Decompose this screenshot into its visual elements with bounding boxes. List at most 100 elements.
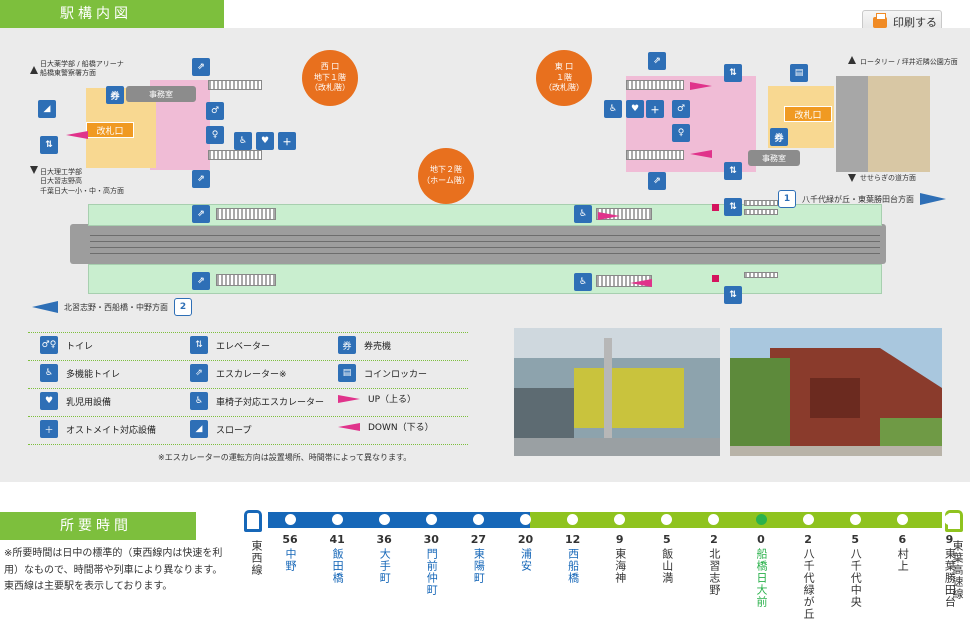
printer-icon: [873, 12, 887, 28]
legend-item: ⇗ エスカレーター※: [190, 364, 287, 382]
station-name: 飯山満: [660, 548, 674, 584]
legend-label: UP（上る）: [368, 395, 417, 405]
elevator-icon: ⇅: [724, 286, 742, 304]
east-plaza: [868, 76, 930, 172]
ostomate-icon: ＋: [40, 420, 58, 438]
escalator-icon: ⇗: [190, 364, 208, 382]
direction-east-top: ロータリー / 坪井近隣公園方面: [860, 58, 958, 66]
wheelchair-escalator-icon: ♿: [574, 273, 592, 291]
station-minutes: 0: [757, 533, 765, 546]
elevator-icon: ⇅: [724, 162, 742, 180]
west-gate-label: 改札口: [96, 126, 124, 137]
track-line: [90, 235, 880, 236]
legend-label: トイレ: [66, 341, 94, 352]
direction-down-marker: [848, 174, 856, 182]
station-minutes: 12: [564, 533, 581, 546]
legend-label: コインロッカー: [364, 369, 428, 380]
station-name: 浦安: [519, 548, 533, 572]
ticket-machine-icon: 券: [106, 86, 124, 104]
station-dot: [614, 514, 626, 525]
legend-label: スロープ: [216, 425, 252, 436]
station-name: 村上: [896, 548, 910, 572]
accessible-toilet-icon: ♿: [604, 100, 622, 118]
station-dot: [943, 514, 955, 525]
station-stop: 6 村上: [878, 514, 926, 572]
station-name: 八千代緑が丘: [802, 548, 816, 620]
track-line: [90, 247, 880, 248]
station-map: ⇗ ⇗ ♿ ♿ ⇅ ⇅ 事務室 改札口 ⇗ ⇗ ⇅ ◢ 券 ♂ ♀ ♿ ♥ ＋ …: [0, 28, 970, 482]
west-office: 事務室: [126, 86, 196, 102]
legend-label: オストメイト対応設備: [66, 425, 157, 436]
baby-care-icon: ♥: [626, 100, 644, 118]
station-name: 東海神: [613, 548, 627, 584]
station-minutes: 6: [898, 533, 907, 546]
station-name: 東陽町: [472, 548, 486, 584]
station-minutes: 9: [945, 533, 954, 546]
station-dot: [661, 514, 673, 525]
print-label: 印刷する: [893, 16, 937, 29]
toilet-icon: ♂: [672, 100, 690, 118]
legend-item: ⇅エレベーター: [190, 336, 270, 354]
station-minutes: 20: [517, 533, 534, 546]
direction-west-top: 日大薬学部 / 船橋アリーナ 船橋東警察署方面: [40, 60, 124, 78]
station-minutes: 2: [710, 533, 718, 546]
station-stop: 5 飯山満: [643, 514, 691, 584]
arrow-down-icon: [690, 150, 712, 158]
legend-item: 券券売機: [338, 336, 391, 354]
station-name: 東葉勝田台: [943, 548, 957, 608]
escalator-icon: ⇗: [648, 52, 666, 70]
travel-time-title-text: 所要時間: [60, 518, 132, 534]
wheelchair-escalator-icon: ♿: [190, 392, 208, 410]
ostomate-icon: ＋: [646, 100, 664, 118]
direction-west-bottom: 日大理工学部 日大習志野高 千葉日大一小・中・高方面: [40, 168, 124, 195]
station-name: 中野: [284, 548, 297, 572]
arrow-up-icon: [598, 212, 620, 220]
station-minutes: 5: [851, 533, 860, 546]
legend-label: 多機能トイレ: [66, 369, 121, 380]
station-name: 八千代中央: [849, 548, 863, 608]
arrow-down-icon: [338, 422, 360, 431]
platform-level-bubble: 地下２階 （ホーム階）: [418, 148, 474, 204]
arrow-down-icon: [66, 131, 88, 139]
station-map-title-text: 駅構内図: [60, 6, 132, 22]
direction-up-marker: [848, 56, 856, 64]
travel-time-title: 所要時間: [0, 512, 196, 540]
legend-label: エスカレーター※: [216, 369, 287, 380]
line1-label: 八千代緑が丘・東葉勝田台方面: [802, 194, 914, 204]
ostomate-icon: ＋: [278, 132, 296, 150]
legend-item: ♿ 車椅子対応エスカレーター: [190, 392, 324, 410]
tozai-train-icon: [244, 510, 262, 532]
station-name: 大手町: [378, 548, 392, 584]
legend-item: ♥乳児用設備: [40, 392, 111, 410]
legend-item: ◢スロープ: [190, 420, 251, 438]
station-dot: [378, 514, 390, 525]
station-interior-photo: [514, 328, 720, 456]
slope-icon: ◢: [38, 100, 56, 118]
station-minutes: 2: [804, 533, 812, 546]
escalator: [626, 80, 684, 90]
baby-care-icon: ♥: [256, 132, 274, 150]
elevator-icon: ⇅: [724, 198, 742, 216]
arrow-down-icon: [630, 279, 652, 287]
elevator-marker: [712, 275, 719, 282]
station-stop: 5 八千代中央: [831, 514, 879, 608]
legend-label: 車椅子対応エスカレーター: [216, 397, 325, 408]
east-building: [836, 76, 868, 172]
station-minutes: 5: [662, 533, 671, 546]
legend-divider: [28, 332, 468, 333]
escalator-icon: ⇗: [192, 272, 210, 290]
station-name: 西船橋: [566, 548, 580, 584]
toyo-line-bar: [530, 512, 942, 528]
legend-label: 券売機: [364, 341, 392, 352]
legend-divider: [28, 416, 468, 417]
coin-locker-icon: ▤: [790, 64, 808, 82]
station-minutes: 41: [329, 533, 345, 546]
elevator-marker: [712, 204, 719, 211]
escalator: [744, 209, 778, 215]
